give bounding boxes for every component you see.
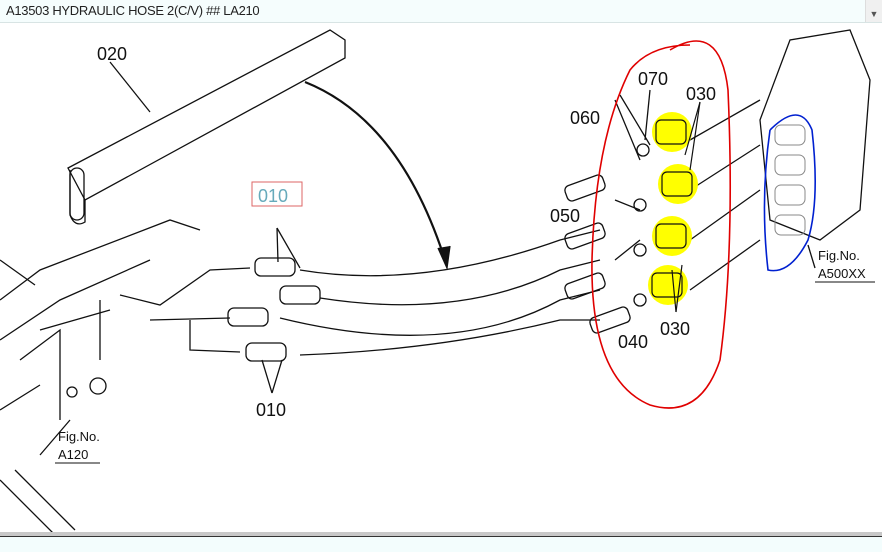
callout-030-bottom[interactable]: 030 <box>660 319 690 339</box>
title-bar[interactable]: A13503 HYDRAULIC HOSE 2(C/V) ## LA210 ▼ <box>0 0 882 23</box>
fig-ref-a500xx-label[interactable]: Fig.No. <box>818 248 860 263</box>
diagram-title: A13503 HYDRAULIC HOSE 2(C/V) ## LA210 <box>6 3 260 18</box>
triangle-down-icon: ▼ <box>869 9 879 19</box>
callout-070[interactable]: 070 <box>638 69 668 89</box>
blue-annotation <box>763 114 816 272</box>
dropdown-button[interactable]: ▼ <box>865 0 882 22</box>
callout-040[interactable]: 040 <box>618 332 648 352</box>
fig-ref-a500xx-code[interactable]: A500XX <box>818 266 866 281</box>
red-annotation <box>591 40 732 409</box>
fig-ref-a120-code[interactable]: A120 <box>58 447 88 462</box>
callout-020[interactable]: 020 <box>97 44 127 64</box>
footer-bar <box>0 537 882 552</box>
callout-060[interactable]: 060 <box>570 108 600 128</box>
callout-010-selected[interactable]: 010 <box>258 186 288 206</box>
callout-050[interactable]: 050 <box>550 206 580 226</box>
callout-030-top[interactable]: 030 <box>686 84 716 104</box>
highlighted-parts-030 <box>648 101 701 313</box>
parts-diagram: 020 010 010 070 030 060 050 040 030 Fig.… <box>0 29 875 532</box>
part-020-bar <box>67 29 346 201</box>
horizontal-scrollbar[interactable] <box>0 532 882 537</box>
fig-ref-a120-label[interactable]: Fig.No. <box>58 429 100 444</box>
callout-010-bottom[interactable]: 010 <box>256 400 286 420</box>
